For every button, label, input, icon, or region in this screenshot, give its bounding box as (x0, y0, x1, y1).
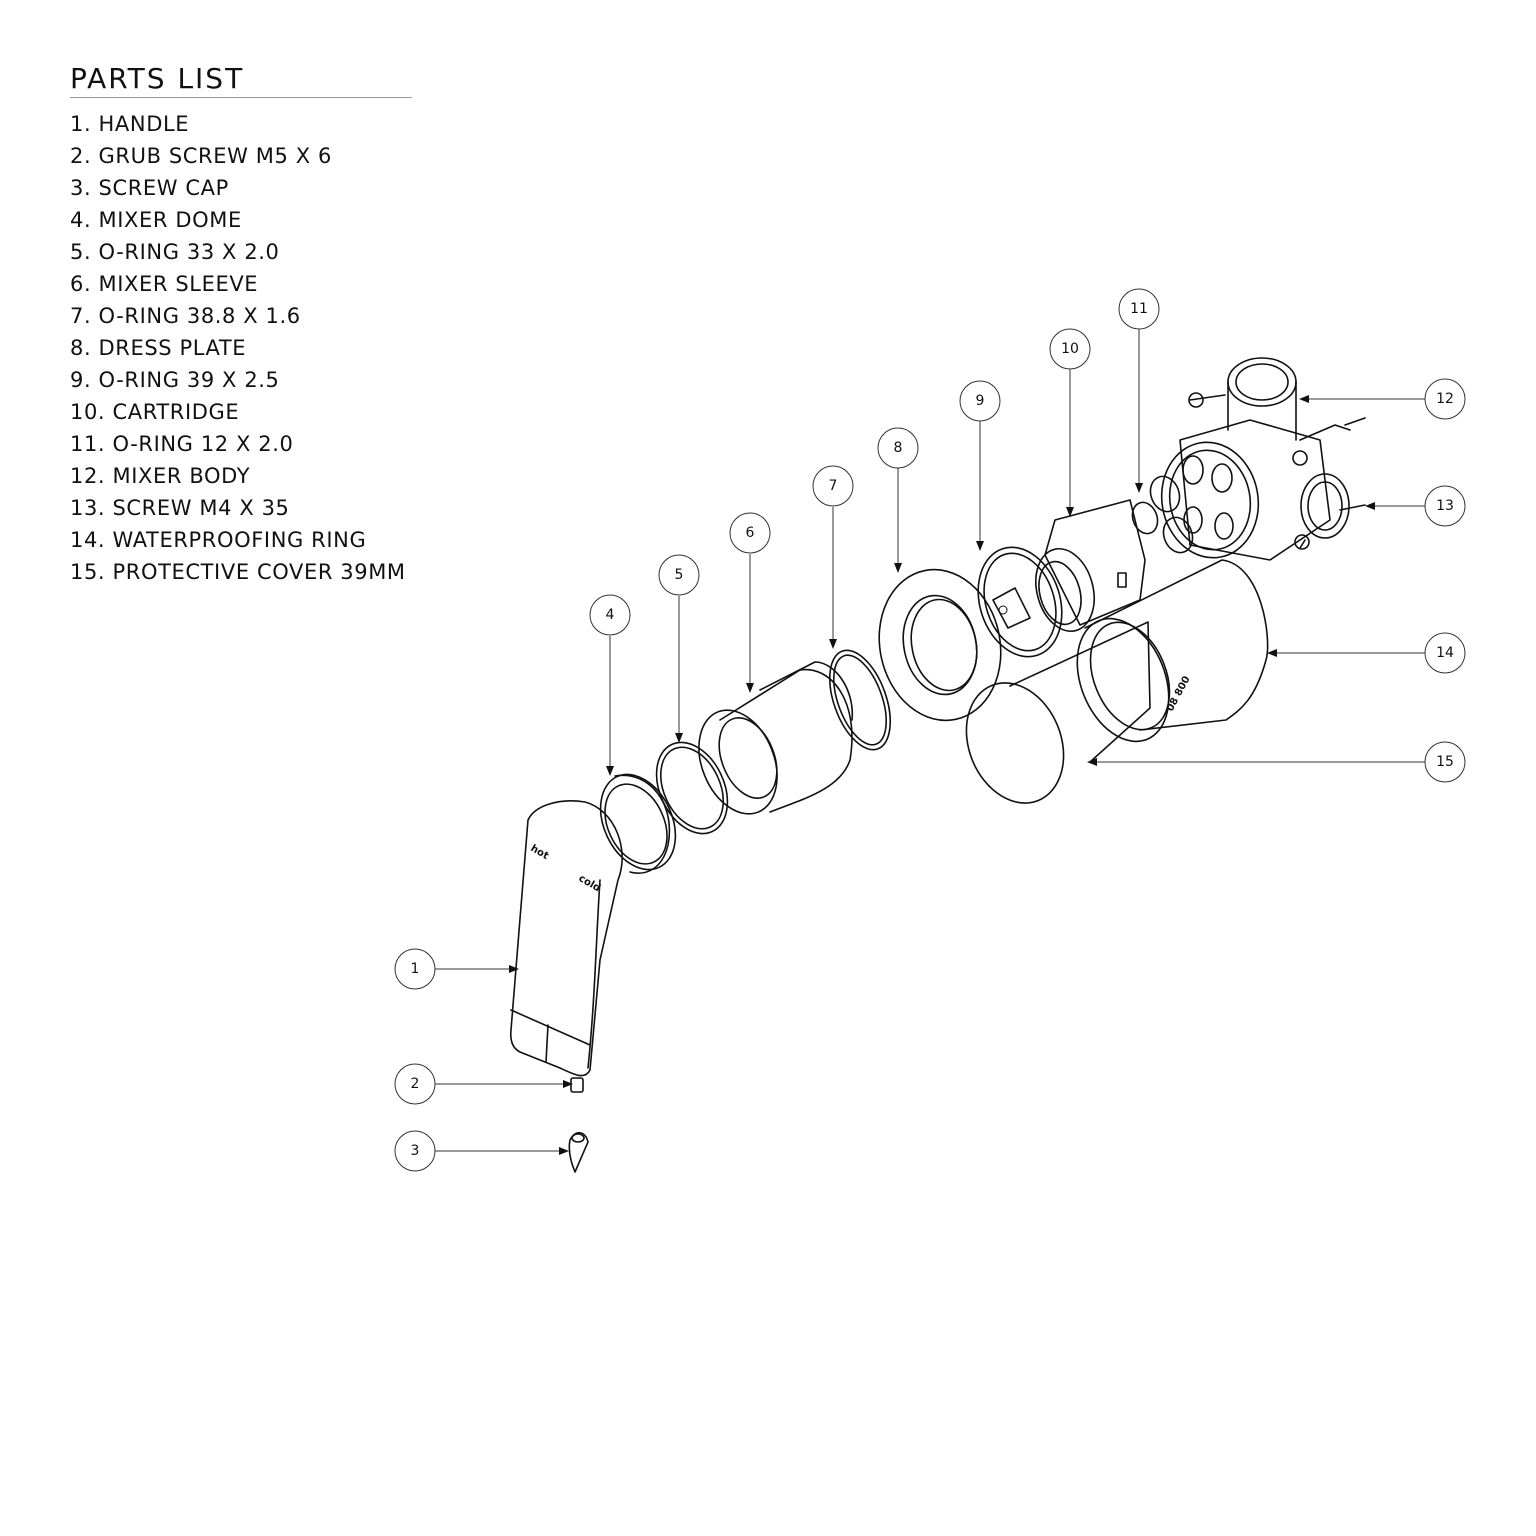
parts-list-item: 4. MIXER DOME (70, 204, 412, 236)
callout-4: 4 (589, 594, 631, 636)
callout-7-label: 7 (829, 478, 838, 494)
callout-11: 11 (1118, 288, 1160, 330)
callout-15-label: 15 (1436, 754, 1454, 770)
callout-14-label: 14 (1436, 645, 1454, 661)
part-name: CARTRIDGE (112, 400, 240, 424)
part-name: MIXER SLEEVE (98, 272, 259, 296)
part-name: MIXER DOME (98, 208, 242, 232)
part-number: 1. (70, 112, 92, 136)
callout-10: 10 (1049, 328, 1091, 370)
o-ring-large-part (977, 546, 1063, 658)
part-number: 15. (70, 560, 106, 584)
waterproofing-ring-part: 08 800 (1076, 559, 1269, 743)
part-name: GRUB SCREW M5 X 6 (98, 144, 332, 168)
part-name: MIXER BODY (112, 464, 251, 488)
part-number: 14. (70, 528, 106, 552)
part-name: SCREW M4 X 35 (112, 496, 290, 520)
handle-cold-label: cold (577, 873, 603, 894)
callout-3: 3 (394, 1130, 436, 1172)
callout-12-label: 12 (1436, 391, 1454, 407)
parts-list-item: 11. O-RING 12 X 2.0 (70, 428, 412, 460)
protective-cover-part (965, 621, 1151, 804)
parts-list-item: 8. DRESS PLATE (70, 332, 412, 364)
part-number: 8. (70, 336, 92, 360)
screw-part (1339, 417, 1366, 511)
parts-list-item: 1. HANDLE (70, 108, 412, 140)
screw-cap-part (568, 1131, 589, 1173)
callout-12: 12 (1424, 378, 1466, 420)
part-number: 12. (70, 464, 106, 488)
parts-list-item: 10. CARTRIDGE (70, 396, 412, 428)
callout-3-label: 3 (411, 1143, 420, 1159)
part-name: O-RING 12 X 2.0 (112, 432, 294, 456)
parts-list-item: 6. MIXER SLEEVE (70, 268, 412, 300)
callout-8-label: 8 (894, 440, 903, 456)
part-number: 7. (70, 304, 92, 328)
mixer-dome-part (599, 773, 677, 874)
callout-13-label: 13 (1436, 498, 1454, 514)
callout-5-label: 5 (675, 567, 684, 583)
part-number: 4. (70, 208, 92, 232)
parts-list-item: 14. WATERPROOFING RING (70, 524, 412, 556)
parts-list-item: 15. PROTECTIVE COVER 39MM (70, 556, 412, 588)
part-name: O-RING 39 X 2.5 (98, 368, 280, 392)
o-ring-dome-part (655, 741, 729, 835)
callout-15: 15 (1424, 741, 1466, 783)
mixer-sleeve-part (698, 661, 854, 815)
part-number: 2. (70, 144, 92, 168)
callout-2: 2 (394, 1063, 436, 1105)
parts-list-item: 2. GRUB SCREW M5 X 6 (70, 140, 412, 172)
o-ring-small-part (1131, 475, 1194, 554)
callout-9-label: 9 (976, 393, 985, 409)
handle-hot-label: hot (529, 843, 551, 862)
parts-list-item: 3. SCREW CAP (70, 172, 412, 204)
callout-4-label: 4 (606, 607, 615, 623)
part-name: O-RING 33 X 2.0 (98, 240, 280, 264)
part-name: HANDLE (98, 112, 190, 136)
callout-13: 13 (1424, 485, 1466, 527)
parts-list-item: 5. O-RING 33 X 2.0 (70, 236, 412, 268)
parts-list-panel: PARTS LIST 1. HANDLE 2. GRUB SCREW M5 X … (70, 62, 412, 588)
parts-list-item: 13. SCREW M4 X 35 (70, 492, 412, 524)
parts-list-item: 12. MIXER BODY (70, 460, 412, 492)
part-name: DRESS PLATE (98, 336, 247, 360)
part-name: WATERPROOFING RING (112, 528, 367, 552)
callout-14: 14 (1424, 632, 1466, 674)
part-name: SCREW CAP (98, 176, 229, 200)
part-number: 6. (70, 272, 92, 296)
parts-list-title: PARTS LIST (70, 62, 412, 98)
callout-2-label: 2 (411, 1076, 420, 1092)
callout-9: 9 (959, 380, 1001, 422)
callout-5: 5 (658, 554, 700, 596)
parts-list: 1. HANDLE 2. GRUB SCREW M5 X 6 3. SCREW … (70, 108, 412, 588)
parts-list-item: 7. O-RING 38.8 X 1.6 (70, 300, 412, 332)
leader-lines (435, 329, 1425, 1155)
callout-6: 6 (729, 512, 771, 554)
callout-1-label: 1 (411, 961, 420, 977)
part-number: 13. (70, 496, 106, 520)
mixer-body-part (1160, 357, 1351, 561)
callout-10-label: 10 (1061, 341, 1079, 357)
part-number: 9. (70, 368, 92, 392)
part-number: 11. (70, 432, 106, 456)
callout-1: 1 (394, 948, 436, 990)
o-ring-sleeve-part (828, 649, 892, 751)
callout-6-label: 6 (746, 525, 755, 541)
cartridge-part (992, 499, 1146, 633)
part-name: O-RING 38.8 X 1.6 (98, 304, 301, 328)
part-number: 10. (70, 400, 106, 424)
handle-part: hot cold (509, 800, 623, 1077)
dress-plate-part (878, 568, 1002, 722)
grub-screw-part (570, 1077, 584, 1093)
part-number: 5. (70, 240, 92, 264)
callout-11-label: 11 (1130, 301, 1148, 317)
callout-7: 7 (812, 465, 854, 507)
callout-8: 8 (877, 427, 919, 469)
part-number: 3. (70, 176, 92, 200)
part-name: PROTECTIVE COVER 39MM (112, 560, 406, 584)
parts-list-item: 9. O-RING 39 X 2.5 (70, 364, 412, 396)
